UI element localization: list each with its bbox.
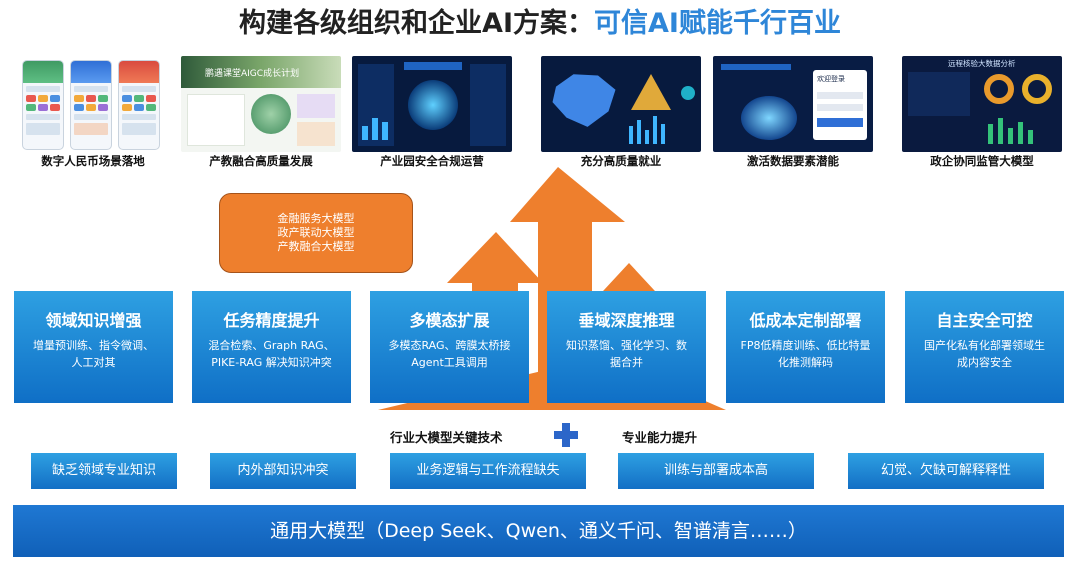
page-title-accent: 可信AI赋能千行百业 [594, 8, 841, 39]
capability-desc: 知识蒸馏、强化学习、数据合并 [566, 339, 687, 369]
capability-card: 任务精度提升 混合检索、Graph RAG、PIKE-RAG 解决知识冲突 [192, 291, 351, 403]
capability-title: 低成本定制部署 [749, 311, 862, 330]
scenario-caption: 政企协同监管大模型 [930, 154, 1034, 168]
foundation-model-bar: 通用大模型（Deep Seek、Qwen、通义千问、智谱清言……） [13, 505, 1064, 557]
capability-upgrade-label: 专业能力提升 [622, 430, 698, 445]
capability-title: 领域知识增强 [45, 311, 142, 330]
scenario-caption: 产教融合高质量发展 [209, 154, 313, 168]
thumbnail-overlay-text: 鹏遇课堂AIGC成长计划 [205, 69, 300, 79]
capability-desc: 多模态RAG、跨膜太桥接Agent工具调用 [388, 339, 511, 369]
capability-card: 领域知识增强 增量预训练、指令微调、人工对其 [14, 291, 173, 403]
challenge-box: 缺乏领域专业知识 [31, 453, 177, 489]
capability-desc: 增量预训练、指令微调、人工对其 [33, 339, 154, 369]
scenario-thumbnail-regulation: 远程核验大数据分析 [902, 56, 1062, 152]
scenario-caption: 产业园安全合规运营 [380, 154, 484, 168]
scenario-thumbnail-employment [541, 56, 701, 152]
capability-title: 自主安全可控 [936, 311, 1033, 330]
capability-title: 垂域深度推理 [578, 311, 675, 330]
scenario-caption: 充分高质量就业 [580, 154, 662, 168]
scenario-thumbnail-industrial-park [352, 56, 512, 152]
page-title: 构建各级组织和企业AI方案：可信AI赋能千行百业 [0, 6, 1080, 42]
plus-icon [554, 423, 578, 447]
thumbnail-overlay-text: 欢迎登录 [817, 75, 845, 83]
scenario-thumbnail-education: 鹏遇课堂AIGC成长计划 [181, 56, 341, 152]
phone-screenshot [70, 60, 112, 150]
capability-desc: 混合检索、Graph RAG、PIKE-RAG 解决知识冲突 [208, 339, 335, 369]
main-arrow-shape [510, 167, 625, 390]
industry-models-callout: 金融服务大模型 政产联动大模型 产教融合大模型 [219, 193, 413, 273]
capability-title: 任务精度提升 [223, 311, 320, 330]
challenge-box: 训练与部署成本高 [618, 453, 814, 489]
scenario-thumbnail-digital-rmb [22, 56, 164, 152]
scenario-caption: 激活数据要素潜能 [747, 154, 839, 168]
capability-card: 垂域深度推理 知识蒸馏、强化学习、数据合并 [547, 291, 706, 403]
phone-screenshot [118, 60, 160, 150]
callout-line: 产教融合大模型 [277, 240, 355, 253]
scenario-thumbnail-data-elements: 欢迎登录 [713, 56, 873, 152]
challenge-box: 内外部知识冲突 [210, 453, 356, 489]
key-tech-label: 行业大模型关键技术 [390, 430, 503, 445]
capability-desc: 国产化私有化部署领域生成内容安全 [924, 339, 1045, 369]
thumbnail-overlay-text: 远程核验大数据分析 [948, 59, 1016, 68]
scenario-caption: 数字人民币场景落地 [41, 154, 145, 168]
capability-card: 自主安全可控 国产化私有化部署领域生成内容安全 [905, 291, 1064, 403]
challenge-box: 幻觉、欠缺可解释释性 [848, 453, 1044, 489]
phone-screenshot [22, 60, 64, 150]
capability-title: 多模态扩展 [409, 311, 490, 330]
callout-line: 金融服务大模型 [277, 212, 355, 225]
challenge-box: 业务逻辑与工作流程缺失 [390, 453, 586, 489]
callout-line: 政产联动大模型 [277, 226, 355, 239]
capability-card: 低成本定制部署 FP8低精度训练、低比特量化推测解码 [726, 291, 885, 403]
capability-card: 多模态扩展 多模态RAG、跨膜太桥接Agent工具调用 [370, 291, 529, 403]
page-title-main: 构建各级组织和企业AI方案： [239, 8, 594, 39]
capability-desc: FP8低精度训练、低比特量化推测解码 [740, 339, 871, 369]
